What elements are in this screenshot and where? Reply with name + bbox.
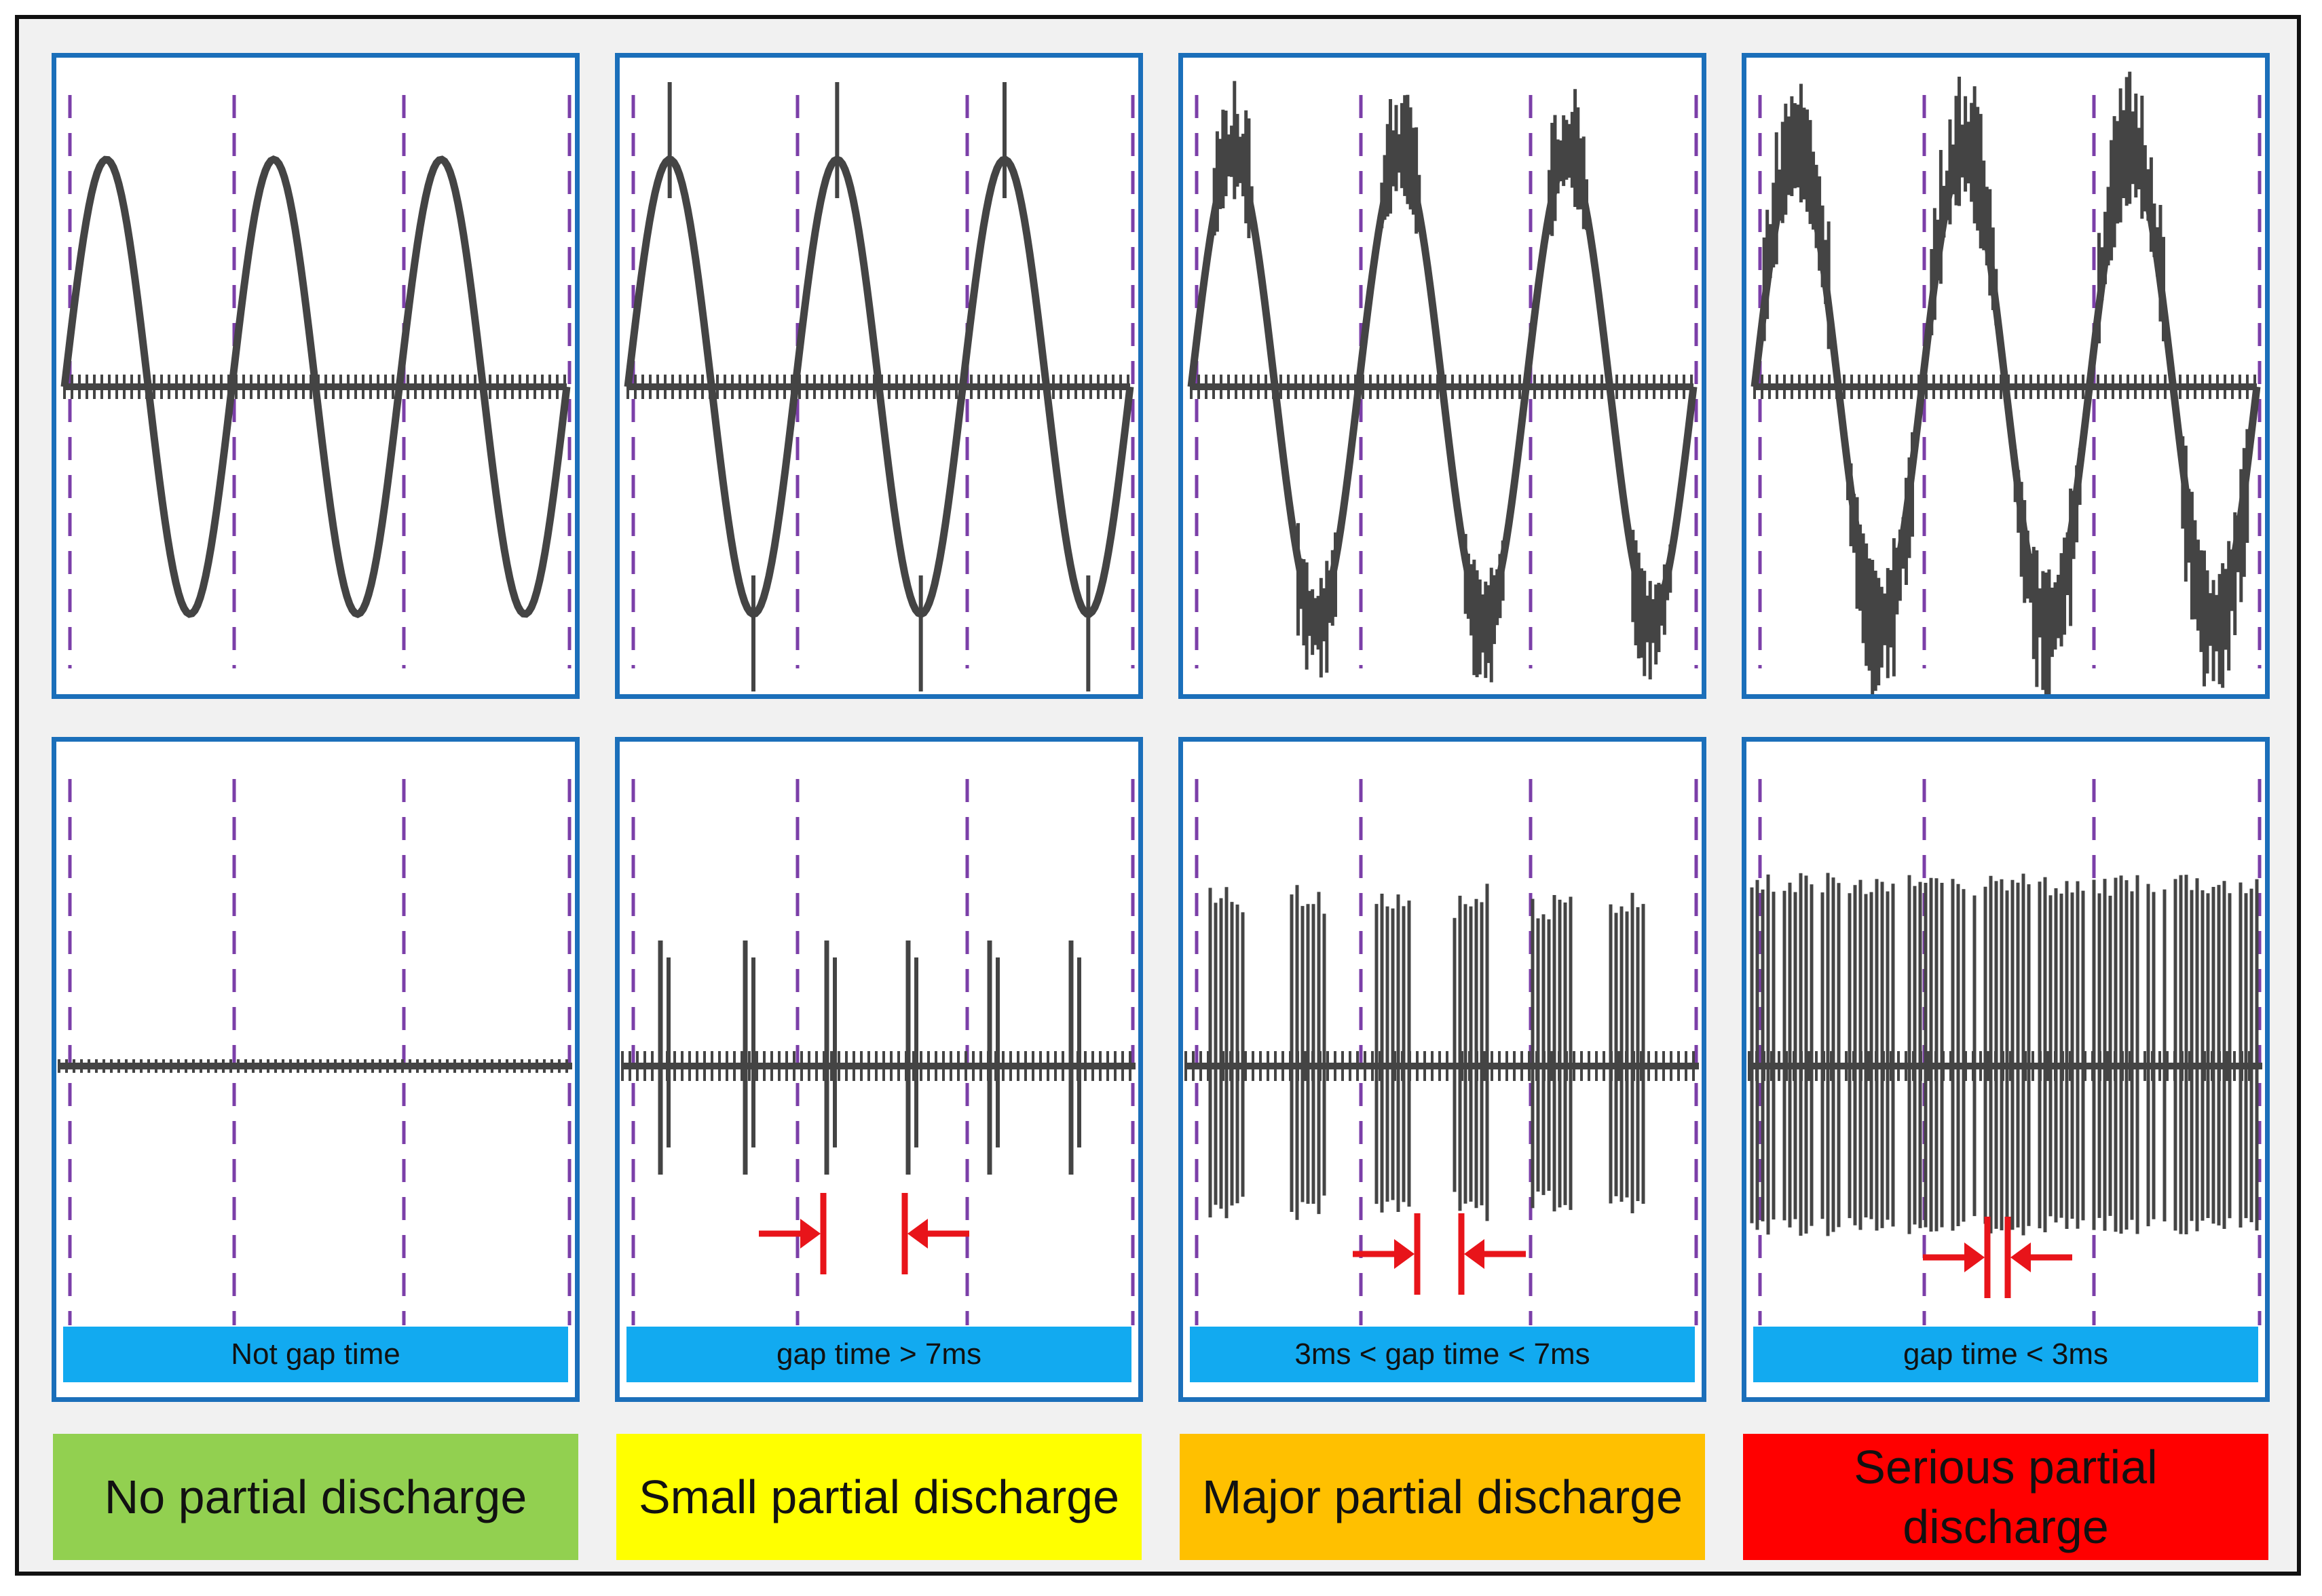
status-serious: Serious partial discharge xyxy=(1743,1434,2268,1560)
figure-frame: Not gap time gap time > 7ms 3ms < gap ti… xyxy=(15,15,2301,1576)
voltage-waveform-major xyxy=(1187,81,1698,683)
pulse-panel-major: 3ms < gap time < 7ms xyxy=(1178,737,1706,1402)
gap-time-label-small: gap time > 7ms xyxy=(626,1327,1131,1382)
voltage-waveform-small xyxy=(624,82,1135,691)
gap-time-label-major: 3ms < gap time < 7ms xyxy=(1190,1327,1695,1382)
status-major: Major partial discharge xyxy=(1180,1434,1705,1560)
pulse-waveform-major xyxy=(1184,779,1699,1325)
sine-wave xyxy=(1750,155,2261,618)
pulse-waveform-serious xyxy=(1748,779,2262,1325)
sine-wave xyxy=(1187,155,1698,618)
sine-wave xyxy=(624,155,1134,618)
pulse-panel-small: gap time > 7ms xyxy=(615,737,1143,1402)
voltage-panel-none xyxy=(52,53,580,699)
voltage-panel-major xyxy=(1178,53,1706,699)
gap-arrows-icon xyxy=(1353,1213,1526,1295)
pulse-panel-serious: gap time < 3ms xyxy=(1742,737,2270,1402)
gap-arrows-icon xyxy=(1923,1217,2072,1298)
pulse-waveform-small xyxy=(621,779,1136,1325)
pulse-panel-none: Not gap time xyxy=(52,737,580,1402)
pulse-waveform-none xyxy=(58,779,572,1325)
gap-arrows-icon xyxy=(759,1193,969,1274)
voltage-waveform-serious xyxy=(1750,71,2262,694)
status-none: No partial discharge xyxy=(53,1434,578,1560)
voltage-panel-serious xyxy=(1742,53,2270,699)
voltage-waveform-none xyxy=(60,95,572,668)
gap-time-label-none: Not gap time xyxy=(63,1327,568,1382)
sine-wave xyxy=(60,155,571,618)
voltage-panel-small xyxy=(615,53,1143,699)
gap-time-label-serious: gap time < 3ms xyxy=(1753,1327,2258,1382)
status-small: Small partial discharge xyxy=(616,1434,1142,1560)
